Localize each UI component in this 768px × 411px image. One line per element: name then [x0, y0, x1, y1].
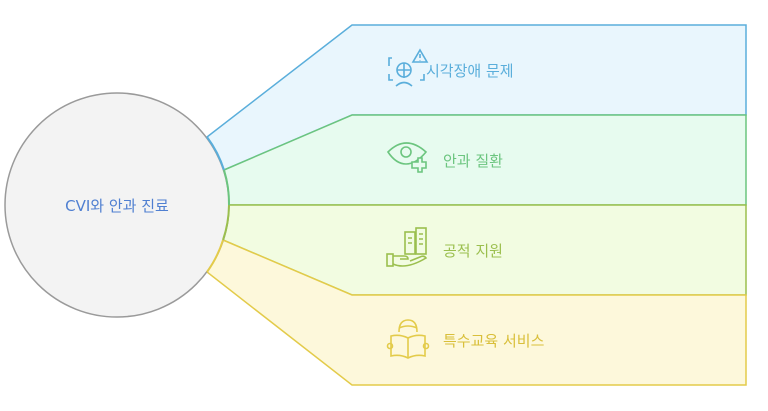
- item-label-public-support: 공적 지원: [443, 242, 503, 260]
- eye-medical-icon: [386, 142, 428, 173]
- item-label-special-education: 특수교육 서비스: [443, 332, 545, 350]
- item-label-vision-problems: 시각장애 문제: [426, 62, 514, 80]
- reading-child-icon: [386, 319, 430, 359]
- vision-warning-icon: [388, 48, 429, 87]
- public-support-icon: [386, 227, 428, 267]
- center-label: CVI와 안과 진료: [65, 196, 169, 215]
- item-label-eye-disease: 안과 질환: [443, 152, 503, 170]
